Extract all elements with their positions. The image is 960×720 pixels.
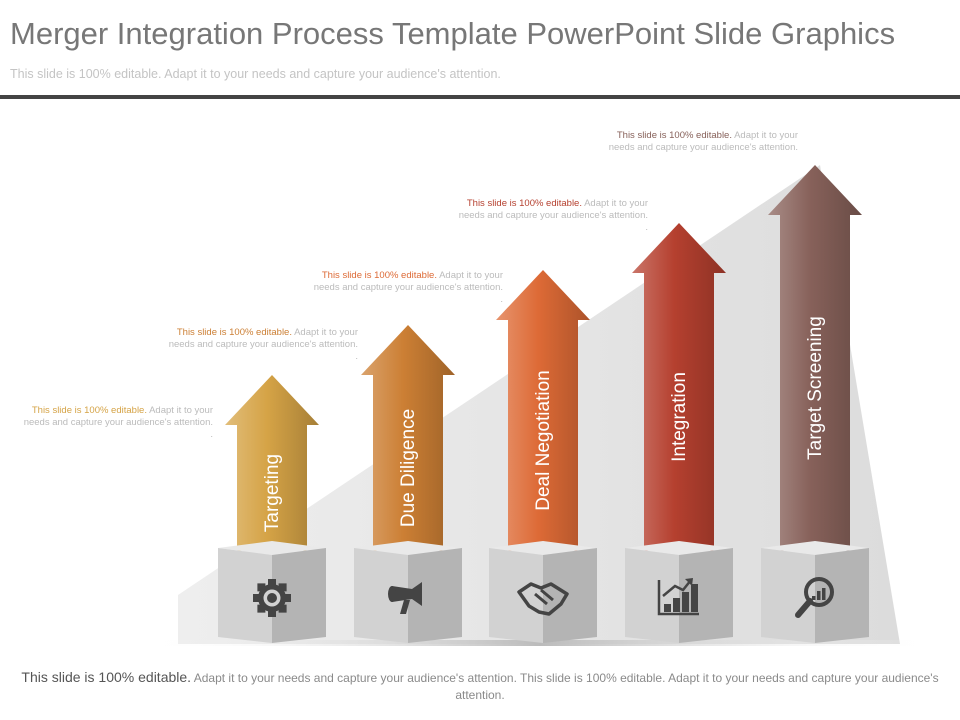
step-label: Integration — [669, 372, 690, 462]
page-title: Merger Integration Process Template Powe… — [10, 16, 896, 51]
step-note-3: This slide is 100% editable. Adapt it to… — [313, 270, 503, 306]
note-lead: This slide is 100% editable. — [176, 327, 292, 338]
note-lead: This slide is 100% editable. — [321, 270, 437, 281]
step-base-left — [625, 548, 679, 643]
note-lead: This slide is 100% editable. — [466, 198, 582, 209]
step-label: Targeting — [262, 454, 283, 532]
footer-lead: This slide is 100% editable. — [21, 669, 192, 685]
header-divider — [0, 95, 960, 99]
megaphone-icon — [388, 582, 422, 614]
footer-body: Adapt it to your needs and capture your … — [193, 671, 939, 702]
process-step-4: Integration — [625, 223, 733, 643]
note-body: Adapt it to your needs and capture your … — [458, 198, 648, 233]
gear-icon — [253, 579, 291, 617]
step-base-right — [679, 548, 733, 643]
step-label: Deal Negotiation — [533, 370, 554, 510]
step-base-right — [543, 548, 597, 643]
handshake-icon — [517, 582, 569, 616]
step-arrow — [496, 270, 590, 551]
note-body: Adapt it to your needs and capture your … — [608, 130, 798, 153]
process-step-5: Target Screening — [761, 165, 869, 643]
process-step-3: Deal Negotiation — [489, 270, 597, 643]
note-lead: This slide is 100% editable. — [31, 405, 147, 416]
note-body: Adapt it to your needs and capture your … — [23, 405, 213, 440]
note-body: Adapt it to your needs and capture your … — [313, 270, 503, 305]
step-base-right — [815, 548, 869, 643]
process-step-2: Due Diligence — [354, 325, 462, 643]
process-diagram: Targeting Due Diligence Deal Negotiation In… — [140, 165, 940, 646]
note-lead: This slide is 100% editable. — [616, 130, 732, 141]
step-label: Target Screening — [805, 316, 826, 460]
step-note-1: This slide is 100% editable. Adapt it to… — [23, 405, 213, 441]
step-arrow — [225, 375, 319, 551]
magnifier-chart-icon — [795, 577, 834, 618]
step-arrow — [632, 223, 726, 551]
note-body: Adapt it to your needs and capture your … — [168, 327, 358, 362]
step-label: Due Diligence — [398, 409, 419, 527]
step-base-left — [489, 548, 543, 643]
step-base-right — [408, 548, 462, 643]
step-arrow — [361, 325, 455, 551]
page-subtitle: This slide is 100% editable. Adapt it to… — [10, 67, 501, 81]
step-note-5: This slide is 100% editable. Adapt it to… — [608, 130, 798, 154]
process-step-1: Targeting — [218, 375, 326, 643]
step-base-right — [272, 548, 326, 643]
step-base-left — [761, 548, 815, 643]
floor-shadow — [140, 640, 940, 646]
step-arrow — [768, 165, 862, 551]
step-note-2: This slide is 100% editable. Adapt it to… — [168, 327, 358, 363]
step-note-4: This slide is 100% editable. Adapt it to… — [458, 198, 648, 234]
footer-text: This slide is 100% editable. Adapt it to… — [20, 669, 940, 704]
growth-chart-icon — [657, 578, 699, 616]
step-base-left — [218, 548, 272, 643]
step-base-left — [354, 548, 408, 643]
